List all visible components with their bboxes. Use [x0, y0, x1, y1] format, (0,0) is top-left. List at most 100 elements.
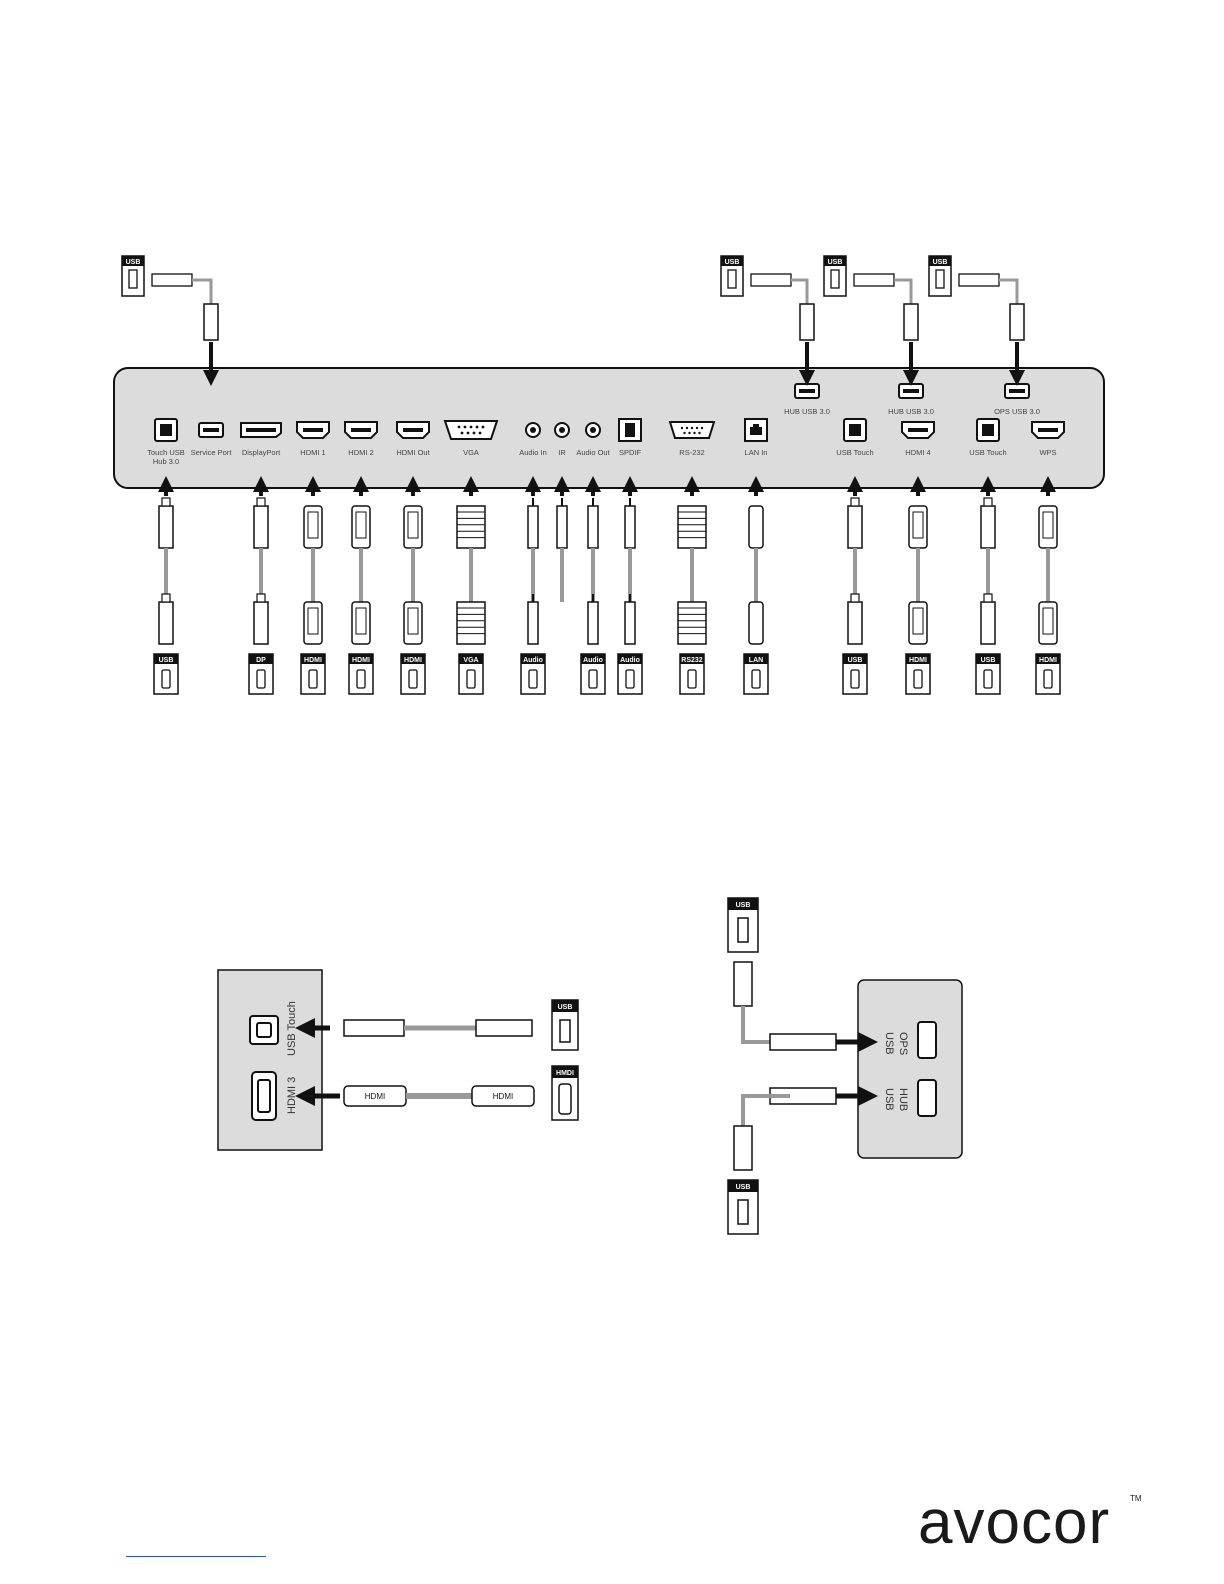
svg-text:USB: USB [159, 657, 174, 664]
port-label: HDMI Out [396, 448, 430, 457]
cable-15: HDMI [905, 476, 931, 695]
usb-a-port-icon [198, 422, 224, 438]
hdmi-port-icon [901, 421, 935, 439]
port-label: WPS [1039, 448, 1056, 457]
audio-jack-icon [525, 422, 541, 438]
svg-text:USB: USB [933, 259, 948, 266]
port-label: LAN In [745, 448, 768, 457]
device-11: Audio [617, 653, 643, 695]
device-7: VGA [458, 653, 484, 695]
displayport-port-icon [240, 422, 282, 438]
hdmi-port-icon [344, 421, 378, 439]
hdmi-cable-text-2: HDMI [493, 1092, 513, 1101]
cable-10: Audio [580, 476, 606, 695]
port-label: RS-232 [679, 448, 704, 457]
hdmi-port-icon [1031, 421, 1065, 439]
port-label: IR [558, 448, 566, 457]
svg-text:HDMI: HDMI [1039, 657, 1057, 664]
port-label: Service Port [191, 448, 233, 457]
port-label: HDMI 2 [348, 448, 373, 457]
usb-touch-label: USB Touch [286, 1001, 298, 1056]
panel-port-13: LAN In [744, 418, 768, 457]
svg-text:USB: USB [848, 657, 863, 664]
audio-jack-icon [585, 422, 601, 438]
cable-1: USB [153, 476, 179, 695]
svg-text:OPS USB 3.0: OPS USB 3.0 [994, 407, 1040, 416]
svg-text:VGA: VGA [463, 657, 478, 664]
hdmi-port-icon [296, 421, 330, 439]
cable-14: USB [842, 476, 868, 695]
cable-13: LAN [743, 476, 769, 695]
device-1: USB [153, 653, 179, 695]
panel-port-2: Service Port [191, 422, 233, 457]
device-16: USB [975, 653, 1001, 695]
hdmi-cable-text: HDMI [365, 1092, 385, 1101]
svg-text:USB: USB [981, 657, 996, 664]
right-top-usb-label: USB [736, 902, 751, 909]
panel-port-12: RS-232 [668, 421, 716, 457]
panel-port-6: HDMI Out [396, 421, 431, 457]
top-usb-device-1: USB [121, 255, 219, 386]
panel-port-5: HDMI 2 [344, 421, 378, 457]
cable-16: USB [975, 476, 1001, 695]
left-hdmi-device-label: HMDI [556, 1070, 574, 1077]
svg-text:HUB USB 3.0: HUB USB 3.0 [784, 407, 830, 416]
usb-b-port-icon [976, 418, 1000, 442]
svg-text:HDMI: HDMI [304, 657, 322, 664]
cable-6: HDMI [400, 476, 426, 695]
device-17: HDMI [1035, 653, 1061, 695]
panel-port-3: DisplayPort [240, 422, 282, 457]
port-label: HDMI 1 [300, 448, 325, 457]
panel-port-7: VGA [443, 420, 499, 457]
hub-label-2: USB [883, 1088, 895, 1111]
spdif-port-icon [618, 418, 642, 442]
usb-b-port-icon [154, 418, 178, 442]
footer-link-underline[interactable] [126, 1556, 266, 1557]
port-label: SPDIF [619, 448, 642, 457]
svg-text:LAN: LAN [749, 657, 763, 664]
svg-text:Audio: Audio [583, 657, 603, 664]
usb-b-port-icon [843, 418, 867, 442]
ops-label-2: USB [883, 1032, 895, 1055]
panel-port-8: Audio In [519, 422, 547, 457]
port-label: USB Touch [836, 448, 873, 457]
rs232-port-icon [668, 421, 716, 439]
cable-5: HDMI [348, 476, 374, 695]
device-3: DP [248, 653, 274, 695]
left-usb-device-label: USB [558, 1004, 573, 1011]
cable-4: HDMI [300, 476, 326, 695]
port-label-line-2: Hub 3.0 [153, 457, 179, 466]
cable-11: Audio [617, 476, 643, 695]
ops-label-1: OPS [897, 1032, 909, 1055]
svg-text:USB: USB [725, 259, 740, 266]
port-label: Touch USB [147, 448, 185, 457]
top-usb-device-3: USB [823, 255, 919, 386]
svg-text:HDMI: HDMI [352, 657, 370, 664]
cable-12: RS232 [677, 476, 707, 695]
device-15: HDMI [905, 653, 931, 695]
panel-port-4: HDMI 1 [296, 421, 330, 457]
svg-text:HDMI: HDMI [909, 657, 927, 664]
device-6: HDMI [400, 653, 426, 695]
hdmi-port-icon [396, 421, 430, 439]
panel-port-9: IR [554, 422, 570, 457]
svg-text:USB: USB [126, 259, 141, 266]
panel-port-10: Audio Out [576, 422, 611, 457]
cable-8: Audio [520, 476, 546, 695]
cable-9 [554, 476, 570, 602]
port-label: USB Touch [969, 448, 1006, 457]
port-label: HDMI 4 [905, 448, 930, 457]
panel-port-17: WPS [1031, 421, 1065, 457]
svg-text:HDMI: HDMI [404, 657, 422, 664]
audio-jack-icon [554, 422, 570, 438]
svg-text:RS232: RS232 [681, 657, 703, 664]
vga-port-icon [443, 420, 499, 440]
cable-7: VGA [456, 476, 486, 695]
svg-text:Audio: Audio [523, 657, 543, 664]
right-bottom-usb-label: USB [736, 1184, 751, 1191]
device-5: HDMI [348, 653, 374, 695]
io-panel [113, 367, 1105, 489]
panel-port-16: USB Touch [969, 418, 1007, 457]
